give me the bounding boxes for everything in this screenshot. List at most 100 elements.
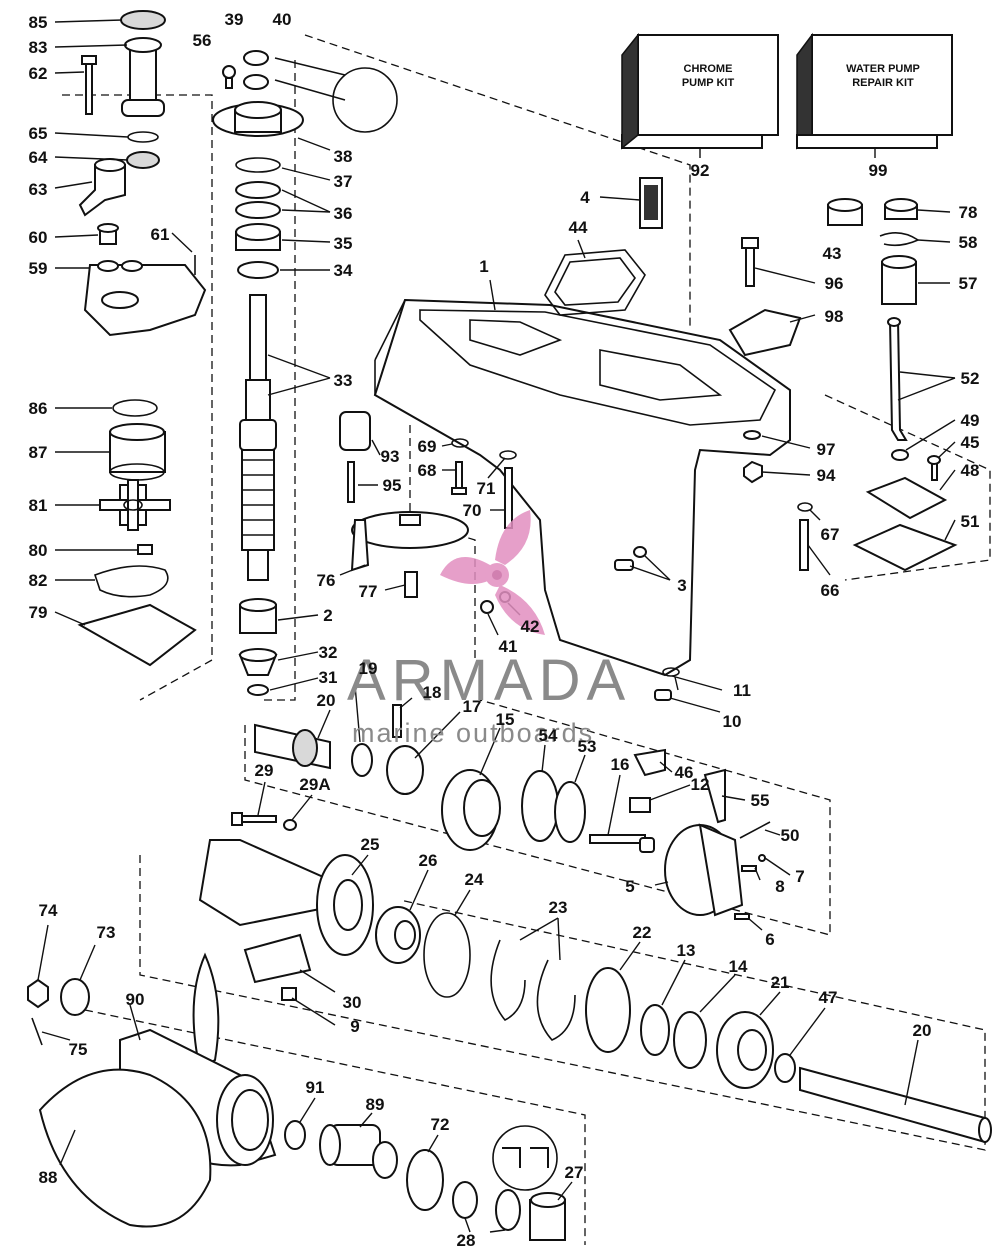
callout: 38 [334, 147, 353, 166]
seal-detail-circle [332, 67, 398, 133]
part-80-icon [137, 544, 153, 555]
part-49-icon [891, 449, 909, 461]
callout: 55 [751, 791, 770, 810]
part-29-icon [231, 812, 277, 826]
part-44-icon [544, 249, 646, 316]
gear-group-outline [244, 699, 831, 936]
callout: 80 [29, 541, 48, 560]
part-36a-icon [235, 181, 281, 199]
part-74-icon [27, 978, 49, 1009]
callout: 10 [723, 712, 742, 731]
center-group-outline [409, 425, 476, 660]
part-82-icon [93, 565, 169, 598]
callout: 81 [29, 496, 48, 515]
callout: 50 [781, 826, 800, 845]
part-30-icon [243, 933, 312, 984]
callout: 17 [463, 697, 482, 716]
callout: 96 [825, 274, 844, 293]
callout: 51 [961, 512, 980, 531]
part-98-icon [728, 308, 802, 357]
callout: 20 [317, 691, 336, 710]
callout: 97 [817, 440, 836, 459]
callout: 12 [691, 775, 710, 794]
part-5-shift-housing-icon [664, 823, 744, 917]
part-71-icon [499, 450, 517, 460]
part-55-icon [703, 768, 726, 824]
part-17-icon [386, 745, 424, 795]
part-90-88-propeller-icon [38, 952, 277, 1228]
callout: 30 [343, 993, 362, 1012]
part-81-icon [99, 479, 171, 531]
part-96-icon [741, 237, 759, 287]
callout: 76 [317, 571, 336, 590]
callout: 71 [477, 479, 496, 498]
callout: 23 [549, 898, 568, 917]
callout: 39 [225, 10, 244, 29]
part-40-icon [243, 74, 269, 90]
part-11-icon [662, 667, 680, 677]
part-64-icon [126, 151, 160, 169]
part-65-icon [127, 131, 159, 143]
callout: 61 [151, 225, 170, 244]
callout: 73 [97, 923, 116, 942]
callout: 72 [431, 1115, 450, 1134]
callout: 18 [423, 683, 442, 702]
kit-99-line1: WATER PUMP [846, 63, 920, 75]
shaft-group-outline [260, 60, 296, 701]
part-75-icon [31, 1017, 43, 1046]
callout: 19 [359, 659, 378, 678]
part-23b-icon [536, 959, 576, 1041]
part-7-icon [758, 854, 766, 862]
callout: 47 [819, 988, 838, 1007]
part-46-icon [633, 748, 666, 777]
callout: 31 [319, 668, 338, 687]
callout: 43 [823, 244, 842, 263]
callout: 35 [334, 234, 353, 253]
part-94-icon [743, 460, 763, 484]
callout: 22 [633, 923, 652, 942]
callout: 70 [463, 501, 482, 520]
part-58-icon [879, 232, 920, 247]
part-8-icon [741, 865, 757, 872]
part-95-icon [347, 461, 355, 503]
callout: 37 [334, 172, 353, 191]
callout: 26 [419, 851, 438, 870]
callout: 86 [29, 399, 48, 418]
callout: 28 [457, 1231, 476, 1250]
part-20-pinion-shaft-icon [254, 723, 331, 770]
part-69-icon [451, 438, 469, 448]
part-36b-icon [235, 201, 281, 219]
part-73-icon [60, 978, 90, 1016]
part-54-icon [521, 770, 559, 842]
callout: 54 [539, 726, 558, 745]
callout: 68 [418, 461, 437, 480]
callout: 49 [961, 411, 980, 430]
callout: 24 [465, 870, 484, 889]
callout: 67 [821, 525, 840, 544]
callout: 74 [39, 901, 58, 920]
part-78-icon [884, 198, 918, 220]
right-group-outline [824, 394, 991, 581]
part-29a-icon [283, 819, 297, 831]
callout: 29 [255, 761, 274, 780]
callout: 1 [479, 257, 488, 276]
part-21-gear-icon [716, 1011, 774, 1089]
callout: 57 [959, 274, 978, 293]
callout: 58 [959, 233, 978, 252]
callout: 98 [825, 307, 844, 326]
callout: 79 [29, 603, 48, 622]
callout: 62 [29, 64, 48, 83]
part-43-icon [827, 198, 863, 226]
part-26-icon [375, 906, 421, 964]
prop-group-outline [84, 1009, 586, 1245]
callout: 83 [29, 38, 48, 57]
callout: 42 [521, 617, 540, 636]
callout: 40 [273, 10, 292, 29]
part-91-icon [284, 1120, 306, 1150]
part-85-icon [120, 10, 166, 30]
part-77-icon [404, 571, 418, 598]
part-51-icon [852, 523, 958, 572]
part-41-icon [480, 600, 494, 614]
part-31-icon [247, 684, 269, 696]
